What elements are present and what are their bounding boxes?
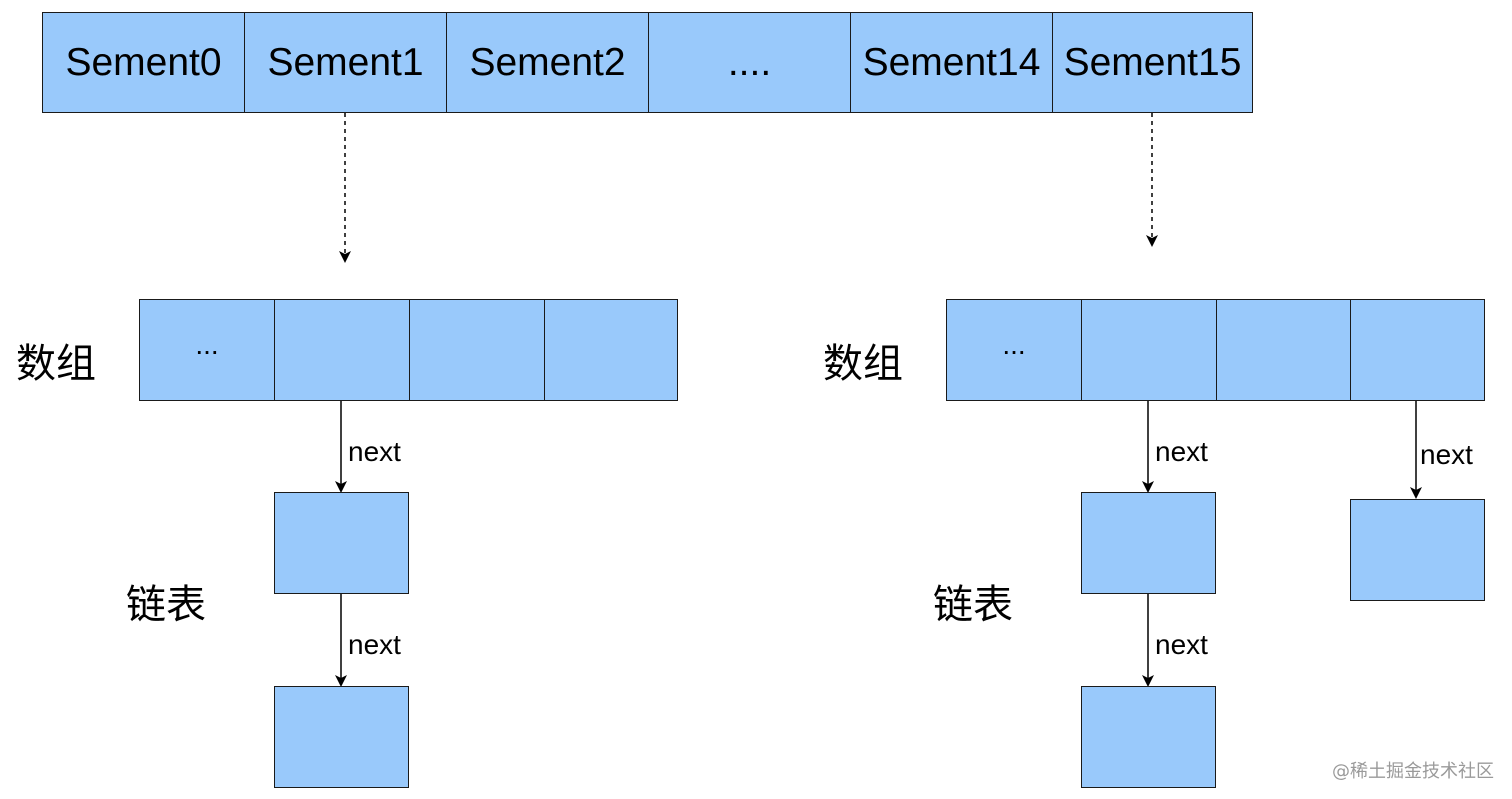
segment-14: Sement14 (850, 12, 1053, 113)
list-node-left-1 (274, 492, 409, 594)
next-label-right-3: next (1420, 439, 1473, 470)
list-node-right-3 (1350, 499, 1485, 601)
segment-15: Sement15 (1052, 12, 1253, 113)
list-node-right-2 (1081, 686, 1216, 788)
next-label-right-2: next (1155, 629, 1208, 660)
list-label-right: 链表 (933, 582, 1013, 628)
watermark: @稀土掘金技术社区 (1332, 761, 1494, 782)
array-cell-left-3 (544, 299, 678, 401)
list-label-left: 链表 (126, 582, 206, 628)
next-label-right-1: next (1155, 436, 1208, 467)
array-label-right: 数组 (823, 341, 903, 387)
list-node-left-2 (274, 686, 409, 788)
array-cell-right-3 (1350, 299, 1485, 401)
list-node-right-1 (1081, 492, 1216, 594)
segment-0: Sement0 (42, 12, 245, 113)
segment-2: Sement2 (446, 12, 649, 113)
array-cell-right-2 (1216, 299, 1351, 401)
array-cell-left-2 (409, 299, 545, 401)
next-label-left-1: next (348, 436, 401, 467)
array-cell-right-0: ... (946, 299, 1082, 401)
array-cell-left-1 (274, 299, 410, 401)
segment-1: Sement1 (244, 12, 447, 113)
array-cell-left-0: ... (139, 299, 275, 401)
array-cell-right-1 (1081, 299, 1217, 401)
next-label-left-2: next (348, 629, 401, 660)
array-label-left: 数组 (16, 341, 96, 387)
segment-ellipsis: .... (648, 12, 851, 113)
